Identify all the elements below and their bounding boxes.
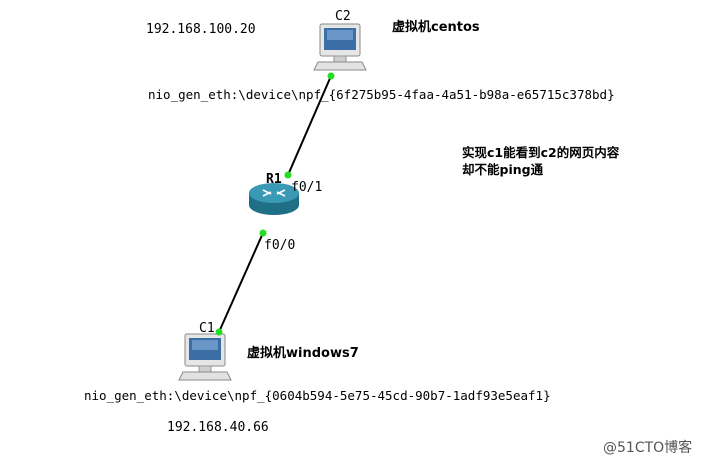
computer-c2-icon[interactable] bbox=[313, 23, 367, 71]
c2-nio-label: nio_gen_eth:\device\npf_{6f275b95-4faa-4… bbox=[148, 87, 615, 102]
router-r1-icon[interactable] bbox=[249, 183, 299, 215]
c1-ip-label: 192.168.40.66 bbox=[167, 420, 269, 435]
watermark: @51CTO博客 bbox=[603, 440, 693, 456]
computer-c1-icon[interactable] bbox=[178, 333, 232, 381]
link-r1-c1[interactable] bbox=[218, 232, 264, 333]
c2-ip-label: 192.168.100.20 bbox=[146, 22, 256, 37]
r1-port-f0-0-label: f0/0 bbox=[264, 238, 296, 253]
c2-name-label: C2 bbox=[335, 9, 351, 24]
port-dot-r1-f0-1[interactable] bbox=[284, 171, 292, 179]
port-dot-r1-f0-0[interactable] bbox=[259, 229, 267, 237]
note-line-2: 却不能ping通 bbox=[462, 162, 544, 177]
note-line-1: 实现c1能看到c2的网页内容 bbox=[462, 145, 620, 160]
r1-name-label: R1 bbox=[266, 172, 282, 187]
r1-port-f0-1-label: f0/1 bbox=[291, 180, 323, 195]
link-c2-r1[interactable] bbox=[287, 75, 332, 176]
c1-nio-label: nio_gen_eth:\device\npf_{0604b594-5e75-4… bbox=[84, 388, 551, 403]
c2-vm-label: 虚拟机centos bbox=[392, 20, 480, 35]
port-dot-c2[interactable] bbox=[327, 72, 335, 80]
c1-name-label: C1 bbox=[199, 321, 215, 336]
port-dot-c1[interactable] bbox=[215, 328, 223, 336]
c1-vm-label: 虚拟机windows7 bbox=[247, 346, 359, 361]
